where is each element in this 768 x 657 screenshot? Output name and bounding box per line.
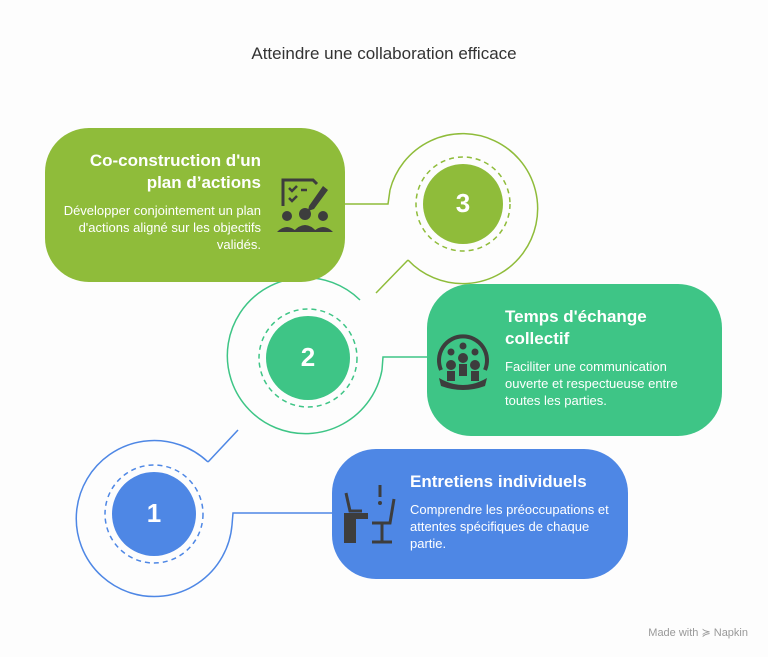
- checklist-team-icon: [277, 178, 333, 232]
- step-1-title: Entretiens individuels: [410, 472, 587, 491]
- step-2-number: 2: [300, 342, 316, 372]
- step-1-card: Entretiens individuels Comprendre les pr…: [332, 449, 628, 579]
- step-3-ring: [345, 132, 539, 294]
- group-meeting-icon: [437, 334, 489, 390]
- step-2-description: Faciliter une communication ouverte et r…: [505, 359, 678, 408]
- step-3-description: Développer conjointement un plan d'actio…: [63, 203, 261, 252]
- step-3-number: 3: [455, 188, 471, 218]
- step-2-card: Temps d'échange collectif Faciliter une …: [427, 284, 722, 436]
- step-1-ring: [75, 439, 332, 598]
- step-2-title: Temps d'échange collectif: [505, 307, 647, 348]
- step-3-card: Co-construction d'un plan d’actions Déve…: [45, 128, 345, 282]
- step-1-description: Comprendre les préoccupations et attente…: [410, 502, 609, 551]
- desk-chair-icon: [344, 485, 396, 544]
- napkin-watermark: Made with ≽ Napkin: [648, 627, 748, 639]
- diagram-title: Atteindre une collaboration efficace: [251, 44, 517, 63]
- step-2-ring: [207, 276, 427, 463]
- step-3-title: Co-construction d'un plan d’actions: [89, 151, 261, 192]
- step-1-number: 1: [146, 498, 162, 528]
